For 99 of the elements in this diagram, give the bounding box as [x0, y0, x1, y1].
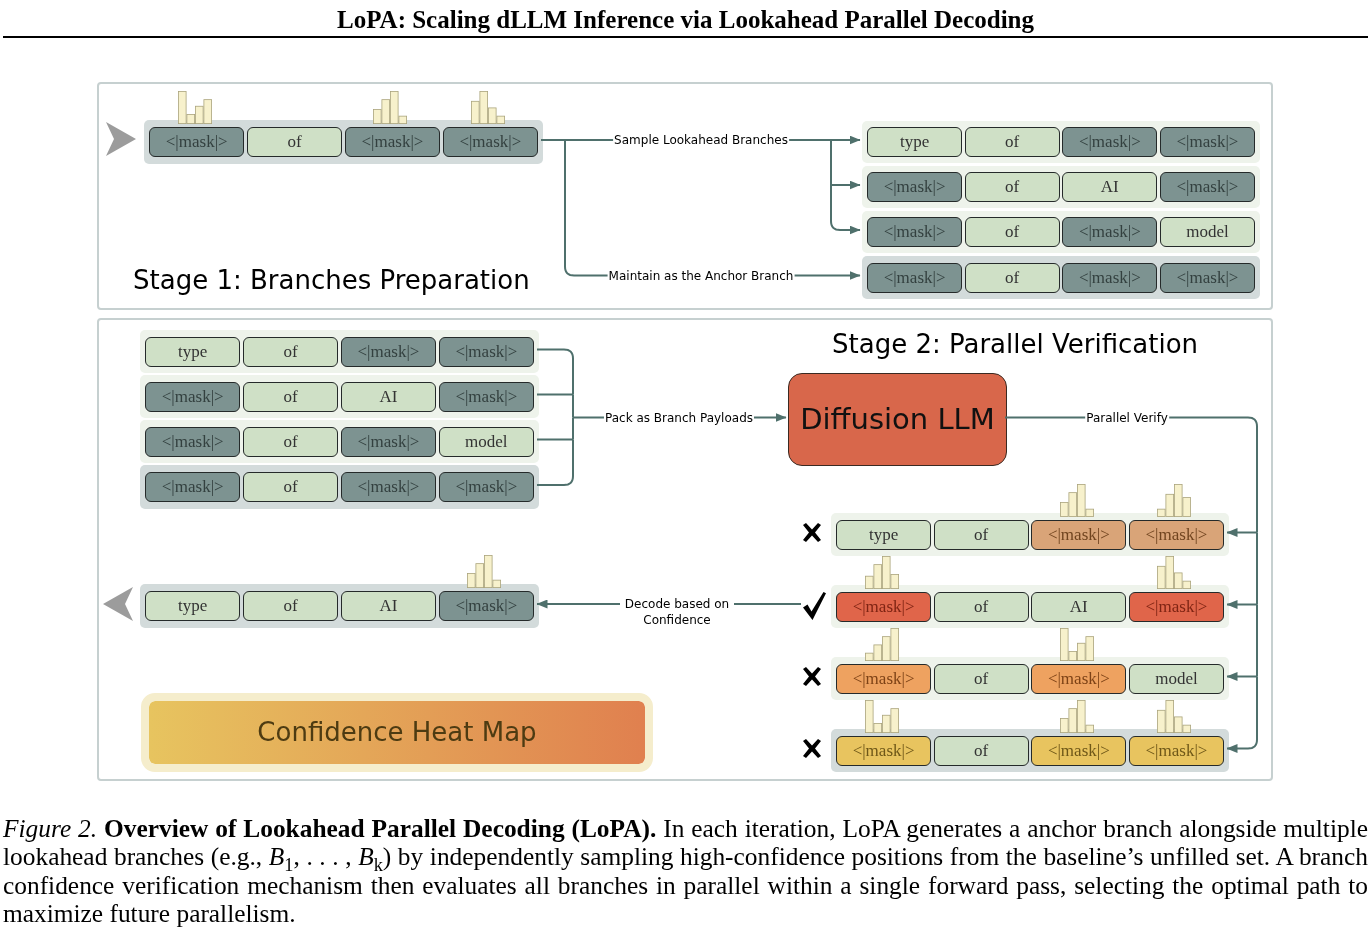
token-chip: AI — [340, 591, 437, 621]
token-sequence-bar — [862, 256, 1260, 299]
token-chip: type — [145, 591, 241, 621]
connector-line — [536, 393, 574, 396]
token-chip: of — [242, 381, 339, 412]
connector-line — [1256, 603, 1258, 678]
token-chip: <|mask|> — [1062, 217, 1158, 247]
token-chip: <|mask|> — [442, 127, 538, 157]
token-chip: <|mask|> — [1031, 519, 1127, 550]
token-chip: <|mask|> — [867, 262, 963, 293]
token-chip: <|mask|> — [867, 217, 963, 247]
check-icon — [803, 592, 826, 620]
token-chip: of — [933, 663, 1029, 694]
token-chip: of — [964, 262, 1060, 293]
token-sequence-bar — [831, 729, 1229, 772]
token-chip: of — [964, 217, 1060, 247]
token-chip: <|mask|> — [340, 336, 437, 367]
token-sequence-bar — [831, 513, 1229, 556]
token-chip: <|mask|> — [1159, 172, 1255, 202]
token-chip: <|mask|> — [867, 172, 963, 202]
token-chip: <|mask|> — [1128, 735, 1224, 766]
token-chip: <|mask|> — [145, 381, 241, 412]
token-chip: of — [246, 127, 343, 157]
token-chip: of — [964, 172, 1060, 202]
token-chip: <|mask|> — [836, 663, 932, 694]
connector-line — [572, 393, 574, 419]
token-chip: <|mask|> — [836, 735, 932, 766]
stage-panel — [97, 318, 1273, 781]
token-sequence-bar — [831, 585, 1229, 628]
token-chip: AI — [1031, 591, 1127, 622]
token-sequence-bar — [831, 657, 1229, 700]
token-chip: model — [438, 426, 534, 457]
token-sequence-bar — [140, 465, 539, 509]
token-chip: model — [1128, 663, 1224, 694]
token-sequence-bar — [144, 120, 543, 164]
token-sequence-bar — [862, 121, 1260, 163]
heat-map-bar: Confidence Heat Map — [141, 693, 653, 772]
arrow — [1226, 528, 1258, 537]
token-chip: type — [145, 336, 241, 367]
token-chip: <|mask|> — [340, 472, 437, 502]
token-chip: of — [933, 735, 1029, 766]
token-chip: <|mask|> — [1062, 127, 1158, 157]
edge-label: Sample Lookahead Branches — [613, 132, 789, 148]
token-chip: model — [1159, 217, 1255, 247]
arrow — [830, 180, 861, 190]
token-chip: <|mask|> — [1159, 262, 1255, 293]
edge-label: Parallel Verify — [1085, 409, 1169, 426]
token-chip: <|mask|> — [1031, 663, 1127, 694]
arrow — [830, 135, 861, 145]
token-chip: AI — [340, 381, 437, 412]
token-sequence-bar — [140, 420, 539, 463]
token-chip: <|mask|> — [145, 426, 241, 457]
arrow — [830, 184, 861, 235]
token-chip: of — [933, 591, 1029, 622]
arrow — [1226, 672, 1258, 681]
token-sequence-bar — [140, 584, 539, 628]
token-chip: of — [242, 426, 339, 457]
token-sequence-bar — [140, 375, 539, 418]
token-chip: <|mask|> — [1159, 127, 1255, 157]
token-sequence-bar — [140, 330, 539, 373]
stage-heading: Stage 2: Parallel Verification — [832, 328, 1199, 360]
stage-heading: Stage 1: Branches Preparation — [133, 264, 530, 296]
token-chip: of — [242, 472, 339, 502]
token-chip: <|mask|> — [340, 426, 437, 457]
token-chip: <|mask|> — [145, 472, 241, 502]
token-chip: of — [933, 519, 1029, 550]
token-sequence-bar — [862, 166, 1260, 208]
connector-line — [830, 139, 832, 186]
token-chip: type — [867, 127, 963, 157]
token-chip: AI — [1062, 172, 1158, 202]
arrow — [1226, 600, 1258, 609]
token-chip: <|mask|> — [1062, 262, 1158, 293]
token-chip: of — [242, 591, 339, 621]
model-block: Diffusion LLM — [788, 373, 1007, 466]
token-chip: <|mask|> — [438, 472, 534, 502]
token-chip: <|mask|> — [438, 381, 534, 412]
connector-line — [536, 348, 574, 396]
edge-label: Pack as Branch Payloads — [604, 409, 754, 426]
token-chip: <|mask|> — [438, 336, 534, 367]
figure-caption: Figure 2. Overview of Lookahead Parallel Decoding (LoPA). In each iteration, LoPA generates a anchor branch alongside multiple lookahead branches (e.g., B$_{1}$, . . . , B$_{k}$) by independently sampling high-confidence positions from the baseline’s unfilled set. A branch confidence verification mechanism then evaluates all branches in parallel within a single forward pass, selecting the optimal path to maximize future parallelism. — [3, 814, 1368, 928]
token-chip: type — [836, 519, 932, 550]
diagram-title: LoPA: Scaling dLLM Inference via Lookahead Parallel Decoding — [337, 5, 1034, 35]
stage-panel — [97, 82, 1273, 310]
token-sequence-bar — [862, 211, 1260, 253]
token-chip: of — [242, 336, 339, 367]
token-chip: <|mask|> — [1128, 519, 1224, 550]
connector-line — [536, 438, 574, 486]
arrow — [1226, 675, 1258, 753]
token-chip: of — [964, 127, 1060, 157]
token-chip: <|mask|> — [149, 127, 245, 157]
connector-line — [536, 438, 574, 441]
connector-line — [1256, 531, 1258, 606]
token-chip: <|mask|> — [1128, 591, 1224, 622]
connector-line — [572, 416, 574, 441]
token-chip: <|mask|> — [1031, 735, 1127, 766]
token-chip: <|mask|> — [836, 591, 932, 622]
token-chip: <|mask|> — [438, 591, 534, 621]
connector-line — [540, 139, 566, 141]
token-chip: <|mask|> — [344, 127, 441, 157]
